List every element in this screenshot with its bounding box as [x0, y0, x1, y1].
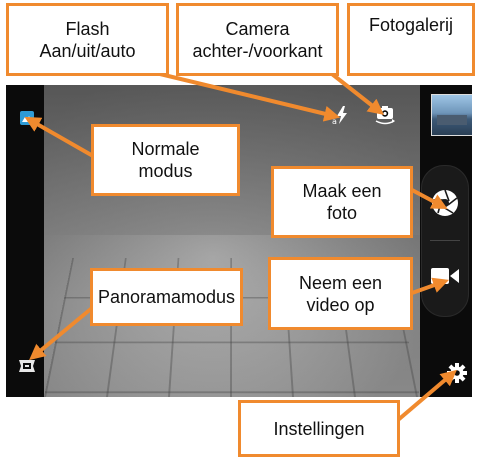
camera-shutter-icon[interactable] — [430, 188, 460, 218]
callout-settings: Instellingen — [238, 400, 400, 457]
gear-icon[interactable] — [446, 362, 468, 384]
video-camera-icon[interactable] — [430, 264, 460, 288]
gallery-thumbnail[interactable] — [431, 94, 472, 136]
callout-panorama: Panoramamodus — [90, 268, 243, 326]
panorama-icon[interactable] — [18, 357, 36, 375]
mode-bar — [6, 85, 44, 397]
callout-gallery: Fotogalerij — [347, 3, 475, 76]
callout-normal-mode: Normale modus — [91, 124, 240, 196]
svg-text:a: a — [332, 117, 337, 125]
capture-panel — [421, 165, 469, 317]
image-mode-icon[interactable] — [20, 111, 34, 125]
callout-flash: Flash Aan/uit/auto — [6, 3, 169, 76]
callout-camera: Camera achter-/voorkant — [176, 3, 339, 76]
callout-record-video: Neem een video op — [268, 257, 413, 330]
switch-camera-icon[interactable] — [374, 105, 396, 130]
callout-take-photo: Maak een foto — [271, 166, 413, 238]
flash-auto-icon[interactable]: a — [332, 105, 352, 130]
